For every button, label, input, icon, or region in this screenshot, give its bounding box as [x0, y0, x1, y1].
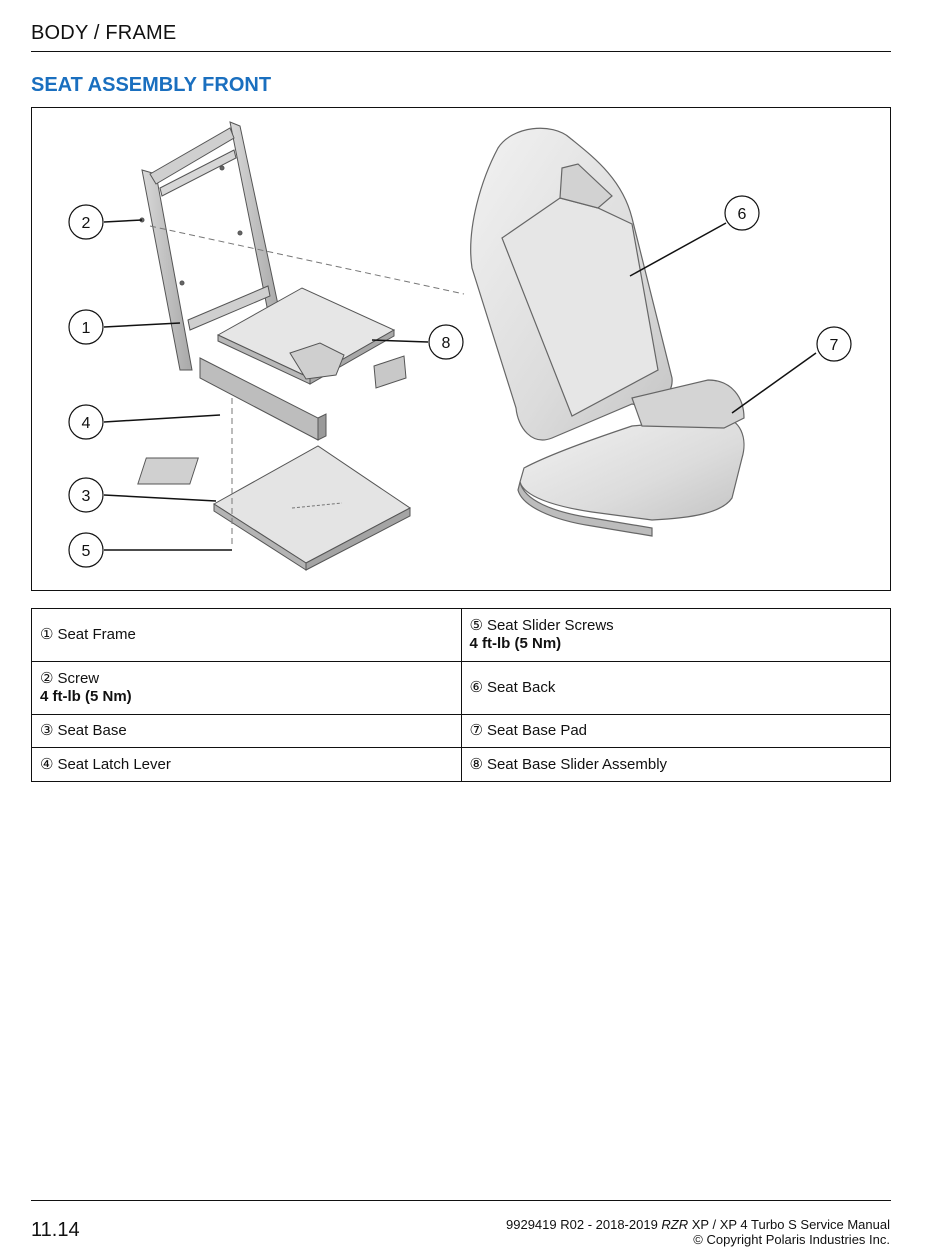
callout-5-label: 5	[82, 543, 91, 560]
seat-drawing	[470, 127, 745, 537]
part-number: ③	[40, 722, 54, 739]
part-number: ⑦	[469, 722, 483, 739]
part-number: ⑥	[469, 679, 483, 696]
torque-spec: 4 ft-lb (5 Nm)	[40, 688, 132, 705]
header-title: BODY / FRAME	[31, 22, 177, 44]
alignment-lines	[149, 225, 465, 548]
callout-1-label: 1	[82, 320, 91, 337]
callout-7: 7	[816, 326, 852, 362]
torque-spec: 4 ft-lb (5 Nm)	[469, 635, 562, 652]
callout-5: 5	[68, 532, 104, 568]
seat-assembly-figure: 2 1 4 3 5 8 6 7	[31, 107, 891, 591]
part-number: ④	[40, 755, 54, 773]
callout-8-label: 8	[442, 335, 451, 352]
callout-8: 8	[428, 324, 464, 360]
callout-2: 2	[68, 204, 104, 240]
slider-assembly-drawing	[216, 287, 407, 389]
part-name: Seat Back	[486, 679, 556, 696]
footer-manual-title: 9929419 R02 - 2018-2019 RZR XP / XP 4 Tu…	[506, 1217, 890, 1232]
part-name: Seat Slider Screws	[486, 617, 614, 634]
exploded-view-illustration: 2 1 4 3 5 8 6 7	[68, 121, 852, 571]
seat-base-drawing	[137, 445, 411, 571]
footer-doc-suffix: XP / XP 4 Turbo S Service Manual	[688, 1217, 890, 1232]
footer-doc-prefix: 9929419 R02 - 2018-2019	[506, 1217, 662, 1232]
part-number: ⑧	[469, 755, 483, 773]
callout-6-label: 6	[738, 206, 747, 223]
part-name: Seat Latch Lever	[57, 755, 171, 773]
footer-divider	[31, 1200, 891, 1201]
callout-1: 1	[68, 309, 104, 345]
callout-2-label: 2	[82, 215, 91, 232]
part-name: Seat Base Slider Assembly	[486, 755, 668, 773]
part-name: Seat Base Pad	[486, 722, 588, 739]
seat-frame-drawing	[139, 121, 327, 441]
part-number: ①	[40, 626, 54, 643]
leader-lines	[103, 219, 817, 551]
part-name: Screw	[57, 670, 100, 687]
footer-copyright: © Copyright Polaris Industries Inc.	[693, 1232, 890, 1247]
part-number: ⑤	[469, 617, 483, 634]
callout-4-label: 4	[82, 415, 91, 432]
callout-3-label: 3	[82, 488, 91, 505]
page-number: 11.14	[31, 1219, 80, 1241]
part-number: ②	[40, 670, 54, 687]
callout-6: 6	[724, 195, 760, 231]
header-divider	[31, 51, 891, 52]
section-title: SEAT ASSEMBLY FRONT	[31, 74, 272, 96]
footer-document-info: 9929419 R02 - 2018-2019 RZR XP / XP 4 Tu…	[506, 1217, 890, 1247]
part-name: Seat Base	[57, 722, 127, 739]
callout-7-label: 7	[830, 337, 839, 354]
callout-3: 3	[68, 477, 104, 513]
footer-doc-model: RZR	[661, 1217, 689, 1232]
callout-4: 4	[68, 404, 104, 440]
part-name: Seat Frame	[57, 626, 136, 643]
